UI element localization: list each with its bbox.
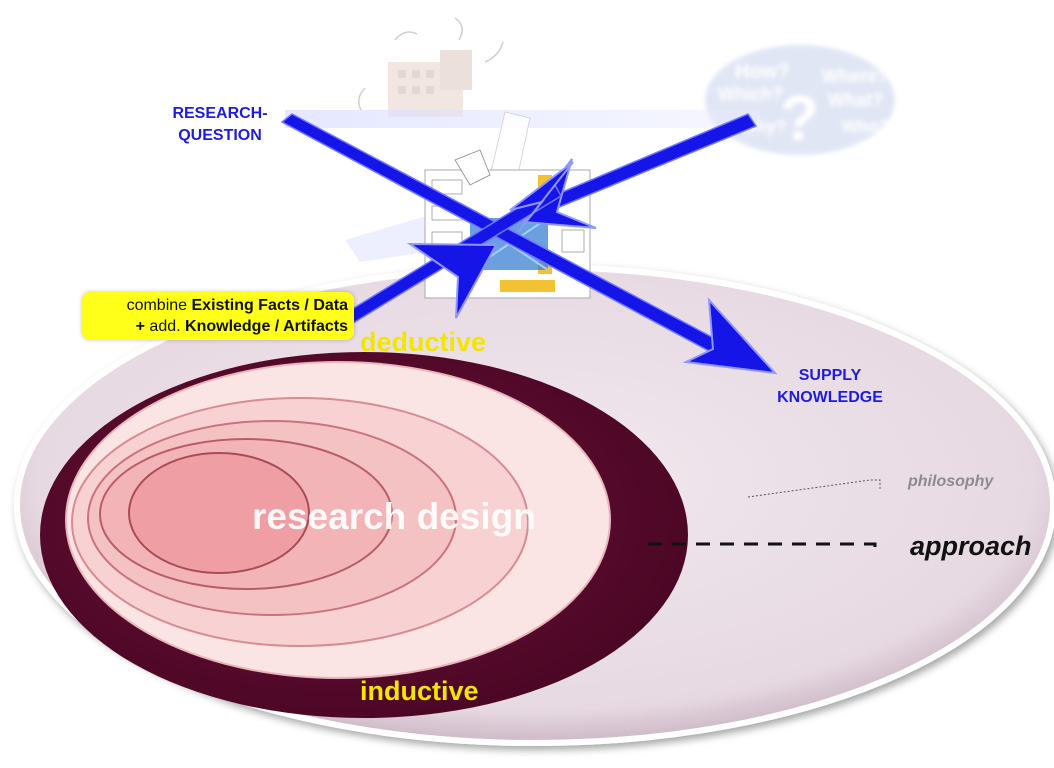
- svg-text:Where?: Where?: [822, 66, 888, 86]
- ghost-arrow-left: [345, 215, 440, 262]
- svg-text:Which?: Which?: [718, 84, 783, 104]
- callout-line-1: combine Existing Facts / Data: [88, 295, 348, 316]
- approach-pointer: [648, 542, 877, 553]
- building-image: [358, 17, 504, 117]
- supply-knowledge-label: SUPPLY KNOWLEDGE: [770, 365, 890, 409]
- combine-facts-callout: combine Existing Facts / Data + add. Kno…: [82, 292, 354, 340]
- research-design-ellipses: [65, 361, 611, 679]
- question-words-image: How? Which? Where? What? Why? Who? ?: [705, 45, 895, 155]
- deductive-label: deductive: [360, 327, 487, 357]
- callout-knowledge: Knowledge / Artifacts: [185, 318, 348, 335]
- svg-text:How?: How?: [735, 61, 789, 83]
- svg-text:?: ?: [780, 82, 819, 154]
- research-question-label: RESEARCH- QUESTION: [150, 103, 290, 147]
- facts-arrow: [342, 161, 574, 327]
- callout-prefix: combine: [126, 297, 192, 314]
- research-question-line-1: RESEARCH-: [172, 105, 268, 122]
- research-design-label: research design: [252, 496, 536, 537]
- callout-plus: +: [135, 318, 145, 335]
- philosophy-label: philosophy: [908, 473, 994, 490]
- svg-text:What?: What?: [828, 90, 883, 110]
- svg-text:Who?: Who?: [842, 117, 889, 136]
- approach-label: approach: [910, 531, 1032, 561]
- deductive-arrow: [280, 113, 778, 375]
- callout-add: add.: [144, 318, 186, 335]
- callout-existing-facts: Existing Facts / Data: [191, 297, 349, 314]
- research-question-line-2: QUESTION: [178, 127, 262, 144]
- callout-line-2: + add. Knowledge / Artifacts: [88, 316, 348, 337]
- philosophy-pointer: [747, 479, 881, 498]
- inductive-label: inductive: [360, 676, 479, 706]
- supply-knowledge-line-2: KNOWLEDGE: [777, 389, 883, 406]
- supply-knowledge-line-1: SUPPLY: [798, 367, 862, 384]
